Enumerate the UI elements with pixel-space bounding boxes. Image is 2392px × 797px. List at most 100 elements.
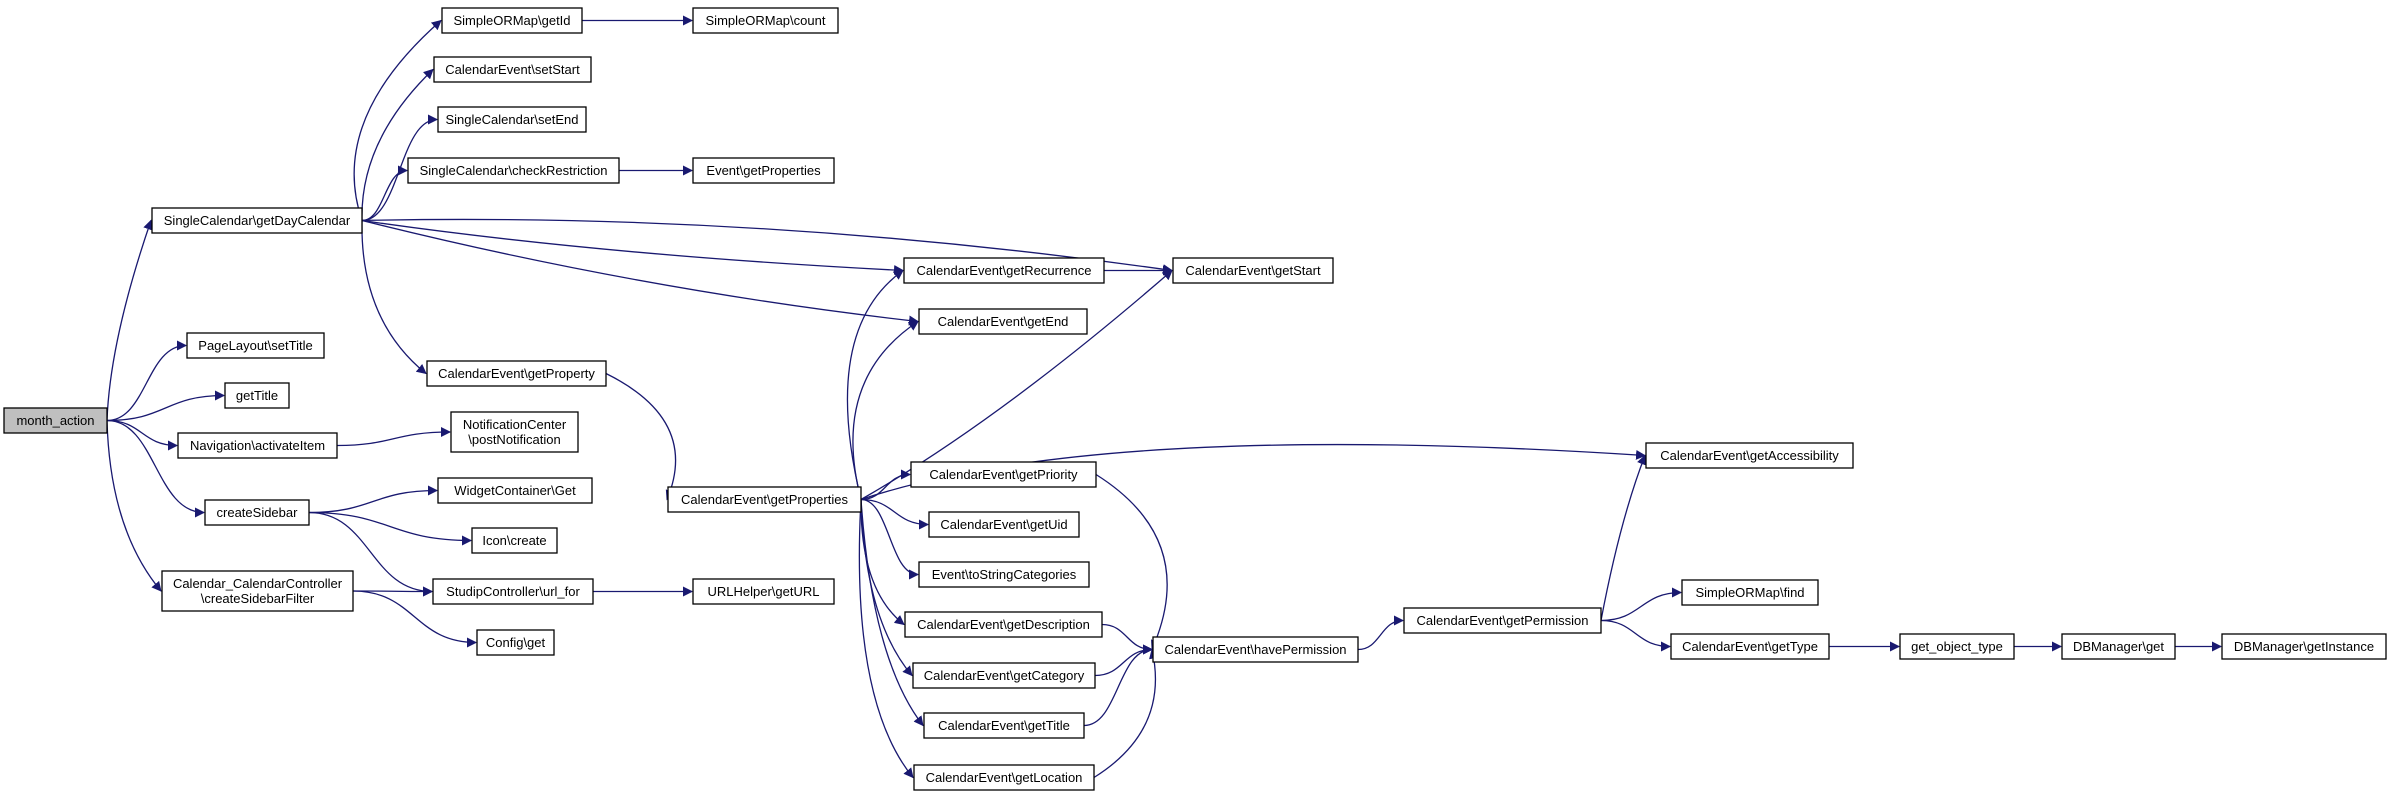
node-box <box>151 207 363 234</box>
node-widget-get[interactable]: WidgetContainer\Get <box>437 477 593 504</box>
node-label: DBManager\get <box>2073 639 2164 654</box>
node-config-get[interactable]: Config\get <box>476 629 555 656</box>
node-box <box>407 157 620 184</box>
node-get-properties[interactable]: CalendarEvent\getProperties <box>667 486 862 513</box>
node-check-restriction[interactable]: SingleCalendar\checkRestriction <box>407 157 620 184</box>
node-icon-create[interactable]: Icon\create <box>471 527 558 554</box>
node-get-day-calendar[interactable]: SingleCalendar\getDayCalendar <box>151 207 363 234</box>
node-label: createSidebar <box>217 505 299 520</box>
edge-get-day-calendar-to-get-property <box>361 220 427 375</box>
node-label: CalendarEvent\setStart <box>445 62 580 77</box>
node-get-category[interactable]: CalendarEvent\getCategory <box>912 662 1096 689</box>
edge-arrow <box>352 590 477 648</box>
node-count[interactable]: SimpleORMap\count <box>692 7 839 34</box>
node-box <box>692 578 835 605</box>
node-get-accessibility[interactable]: CalendarEvent\getAccessibility <box>1645 442 1854 469</box>
node-post-notification[interactable]: NotificationCenter\postNotification <box>450 411 579 453</box>
node-get-location[interactable]: CalendarEvent\getLocation <box>913 764 1095 791</box>
node-label: WidgetContainer\Get <box>454 483 576 498</box>
node-get-object-type[interactable]: get_object_type <box>1899 633 2015 660</box>
edge-get-priority-to-have-permission <box>1095 473 1168 651</box>
node-get-recurrence[interactable]: CalendarEvent\getRecurrence <box>903 257 1105 284</box>
edge-get-properties-to-get-recurrence <box>846 269 904 500</box>
edge-arrow <box>106 419 205 518</box>
edge-get-day-calendar-to-get-id <box>353 19 442 221</box>
node-box <box>692 7 839 34</box>
node-box <box>1670 633 1830 660</box>
node-month-action[interactable]: month_action <box>3 407 108 434</box>
edge-get-day-calendar-to-get-start <box>361 218 1173 275</box>
node-set-end[interactable]: SingleCalendar\setEnd <box>437 106 587 133</box>
node-label: CalendarEvent\getTitle <box>938 718 1070 733</box>
node-get-permission[interactable]: CalendarEvent\getPermission <box>1403 607 1602 634</box>
node-get-priority[interactable]: CalendarEvent\getPriority <box>910 461 1097 488</box>
node-set-title[interactable]: PageLayout\setTitle <box>186 332 325 359</box>
edge-arrow <box>361 219 904 276</box>
node-activate-item[interactable]: Navigation\activateItem <box>177 432 338 459</box>
node-label: SimpleORMap\getId <box>453 13 570 28</box>
edge-arrow <box>1093 648 1159 779</box>
edge-get-permission-to-get-accessibility <box>1600 454 1647 621</box>
node-get-description[interactable]: CalendarEvent\getDescription <box>904 611 1103 638</box>
edge-create-sidebar-to-icon-create <box>308 511 472 546</box>
edge-month-action-to-set-title <box>106 340 187 422</box>
edge-get-day-calendar-to-set-start <box>361 68 434 221</box>
node-event-get-properties[interactable]: Event\getProperties <box>692 157 835 184</box>
node-get-property[interactable]: CalendarEvent\getProperty <box>426 360 607 387</box>
node-set-start[interactable]: CalendarEvent\setStart <box>433 56 592 83</box>
edge-arrow <box>106 419 178 451</box>
edge-create-sidebar-filter-to-config-get <box>352 590 477 648</box>
node-label: CalendarEvent\getType <box>1682 639 1818 654</box>
node-label: get_object_type <box>1911 639 2003 654</box>
edge-arrow <box>1357 615 1404 651</box>
edge-activate-item-to-post-notification <box>336 427 451 447</box>
edge-get-property-to-get-properties <box>605 372 677 501</box>
node-url-for[interactable]: StudipController\url_for <box>432 578 594 605</box>
node-label: Config\get <box>486 635 546 650</box>
node-get-uid[interactable]: CalendarEvent\getUid <box>928 511 1080 538</box>
node-label: URLHelper\getURL <box>708 584 820 599</box>
node-label: Calendar_CalendarController <box>173 576 343 591</box>
node-create-sidebar-filter[interactable]: Calendar_CalendarController\createSideba… <box>161 570 354 612</box>
edge-arrow <box>361 165 408 222</box>
node-db-get[interactable]: DBManager\get <box>2061 633 2176 660</box>
node-have-permission[interactable]: CalendarEvent\havePermission <box>1152 636 1359 663</box>
node-box <box>692 157 835 184</box>
node-box <box>912 662 1096 689</box>
node-box <box>471 527 558 554</box>
node-box <box>1681 579 1819 606</box>
edge-arrow <box>860 498 929 530</box>
node-label: SimpleORMap\count <box>706 13 826 28</box>
node-box <box>1899 633 2015 660</box>
edge-arrow <box>106 219 153 421</box>
node-label: SimpleORMap\find <box>1695 585 1804 600</box>
node-get-id[interactable]: SimpleORMap\getId <box>441 7 583 34</box>
node-box <box>904 611 1103 638</box>
node-box <box>177 432 338 459</box>
node-get-title[interactable]: getTitle <box>224 382 290 409</box>
node-get-url[interactable]: URLHelper\getURL <box>692 578 835 605</box>
edge-month-action-to-create-sidebar <box>106 419 205 518</box>
node-create-sidebar[interactable]: createSidebar <box>204 499 310 526</box>
node-label: CalendarEvent\getPermission <box>1417 613 1589 628</box>
node-to-string-categories[interactable]: Event\toStringCategories <box>918 561 1090 588</box>
node-box <box>450 411 579 453</box>
node-box <box>2061 633 2176 660</box>
node-label: CalendarEvent\getCategory <box>924 668 1085 683</box>
node-label: SingleCalendar\checkRestriction <box>420 163 608 178</box>
node-box <box>186 332 325 359</box>
edge-get-day-calendar-to-get-recurrence <box>361 219 904 276</box>
node-box <box>161 570 354 612</box>
node-label: CalendarEvent\getRecurrence <box>917 263 1092 278</box>
node-box <box>204 499 310 526</box>
node-get-type[interactable]: CalendarEvent\getType <box>1670 633 1830 660</box>
node-get-end[interactable]: CalendarEvent\getEnd <box>918 308 1088 335</box>
node-get-start[interactable]: CalendarEvent\getStart <box>1172 257 1334 284</box>
node-label: Event\toStringCategories <box>932 567 1077 582</box>
edge-arrow <box>361 68 434 221</box>
node-ce-get-title[interactable]: CalendarEvent\getTitle <box>923 712 1085 739</box>
node-label: CalendarEvent\getUid <box>940 517 1067 532</box>
node-box <box>432 578 594 605</box>
node-get-instance[interactable]: DBManager\getInstance <box>2221 633 2387 660</box>
node-find[interactable]: SimpleORMap\find <box>1681 579 1819 606</box>
